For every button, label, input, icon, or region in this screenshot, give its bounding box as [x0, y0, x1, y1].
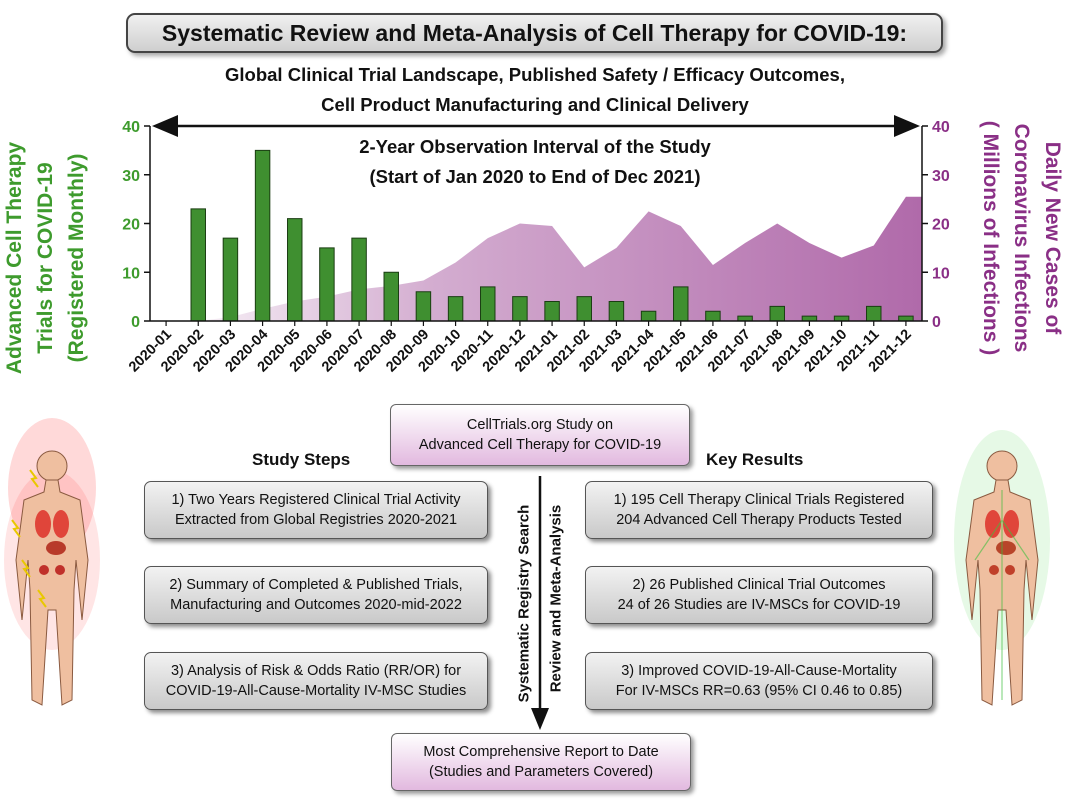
- page-title: Systematic Review and Meta-Analysis of C…: [161, 19, 908, 46]
- title-box: Systematic Review and Meta-Analysis of C…: [126, 13, 943, 53]
- trial-bar: [190, 208, 206, 322]
- trial-bar: [287, 218, 303, 322]
- trial-bar: [319, 247, 335, 322]
- study-step-1: 1) Two Years Registered Clinical Trial A…: [144, 481, 488, 539]
- subtitle-line-2: Cell Product Manufacturing and Clinical …: [321, 94, 749, 115]
- trial-bar: [512, 296, 528, 322]
- x-tick-labels: 2020-012020-022020-032020-042020-052020-…: [126, 321, 915, 375]
- trial-bar: [383, 271, 399, 322]
- observation-arrow-left: [152, 115, 178, 137]
- right-tick-label: 30: [932, 168, 950, 185]
- infections-area: [166, 196, 923, 321]
- trial-bar: [673, 286, 689, 322]
- right-tick-label: 10: [932, 265, 950, 282]
- subtitle-line-1: Global Clinical Trial Landscape, Publish…: [225, 64, 845, 85]
- study-steps-heading: Study Steps: [252, 450, 351, 469]
- trial-bar: [640, 310, 657, 322]
- trial-bar: [608, 301, 625, 322]
- left-axis-title: Advanced Cell Therapy Trials for COVID-1…: [3, 141, 88, 375]
- key-results-heading: Key Results: [706, 450, 804, 469]
- flow-label-meta-analysis: Review and Meta-Analysis: [547, 504, 565, 693]
- trial-bar: [351, 237, 367, 322]
- key-result-3: 3) Improved COVID-19-All-Cause-Mortality…: [585, 652, 933, 710]
- observation-dates-label: (Start of Jan 2020 to End of Dec 2021): [369, 166, 701, 187]
- trial-bar: [866, 305, 882, 322]
- trial-bar: [769, 305, 785, 322]
- left-tick-label: 40: [122, 119, 140, 136]
- healthy-patient-icon: [954, 430, 1050, 706]
- observation-interval-label: 2-Year Observation Interval of the Study: [359, 136, 711, 157]
- flow-label-registry-search: Systematic Registry Search: [515, 504, 533, 703]
- right-tick-label: 0: [932, 314, 941, 331]
- left-tick-label: 10: [122, 265, 140, 282]
- observation-arrow-right: [894, 115, 920, 137]
- infections-area-layer: [166, 196, 923, 321]
- flow-arrow: [531, 476, 549, 730]
- trial-bar: [447, 296, 464, 322]
- key-result-2: 2) 26 Published Clinical Trial Outcomes …: [585, 566, 933, 624]
- left-tick-label: 30: [122, 168, 140, 185]
- comprehensive-report-box: Most Comprehensive Report to Date (Studi…: [391, 733, 691, 791]
- key-result-1: 1) 195 Cell Therapy Clinical Trials Regi…: [585, 481, 933, 539]
- trial-bar: [576, 296, 592, 322]
- trial-bar: [705, 310, 721, 322]
- left-tick-label: 0: [131, 314, 140, 331]
- celltrials-study-box: CellTrials.org Study on Advanced Cell Th…: [390, 404, 690, 466]
- flow-arrow-head: [531, 708, 549, 730]
- trial-bar: [480, 286, 496, 322]
- study-step-2: 2) Summary of Completed & Published Tria…: [144, 566, 488, 624]
- sick-patient-icon: [4, 418, 100, 706]
- trial-bar: [222, 237, 239, 322]
- study-step-3: 3) Analysis of Risk & Odds Ratio (RR/OR)…: [144, 652, 488, 710]
- axes-layer: 0 10 20 30 40 0 10 20 30 40: [122, 115, 950, 331]
- right-tick-label: 40: [932, 119, 950, 136]
- trials-bar-layer: [190, 149, 914, 322]
- trial-bar: [544, 301, 560, 322]
- trial-bar: [415, 291, 432, 322]
- right-axis-title: Daily New Cases of Coronavirus Infection…: [979, 120, 1064, 356]
- left-tick-label: 20: [122, 217, 140, 234]
- right-tick-label: 20: [932, 217, 950, 234]
